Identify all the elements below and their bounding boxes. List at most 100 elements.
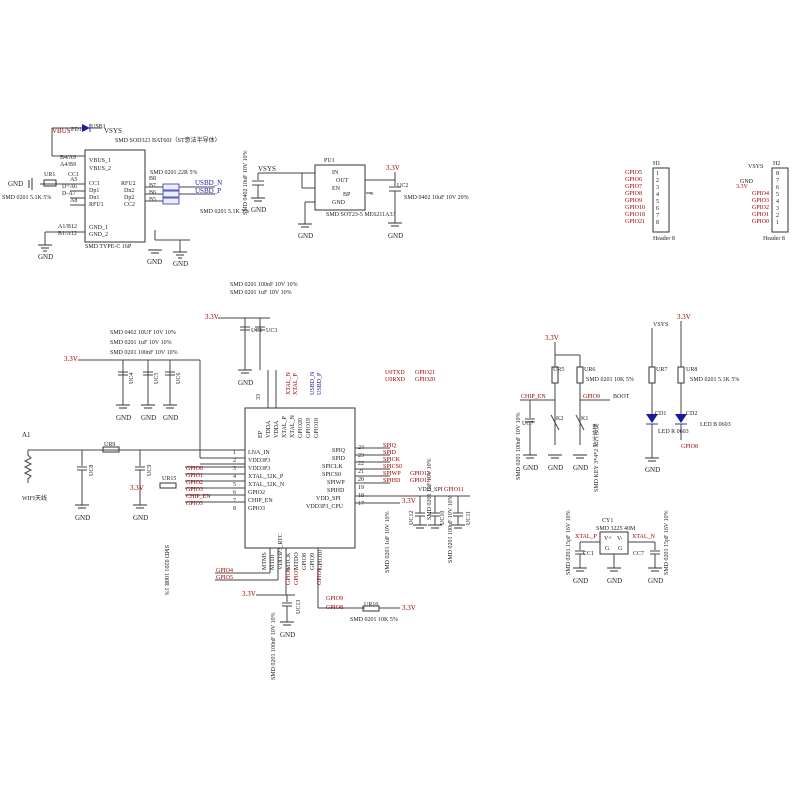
mcu-bottom-gpio: GPIO9 xyxy=(326,596,343,602)
usb-right-pin: B8 xyxy=(149,176,156,182)
vsys-net-label: VSYS xyxy=(104,127,122,135)
usbd-n-net: USBD_N xyxy=(195,179,222,187)
header-gpio: GPIO5 xyxy=(625,170,642,176)
mcu-pin: VDD_SPI xyxy=(316,496,341,502)
ldo-cap-ref: UC2 xyxy=(397,183,408,189)
mcu-top-net: XTAL_P xyxy=(293,372,299,395)
cap-ref: UC5 xyxy=(154,373,160,384)
mcu-left-net: GPIO0 xyxy=(186,466,203,472)
gnd-label: GND xyxy=(573,577,588,585)
gnd-label: GND xyxy=(280,631,295,639)
ground-icon xyxy=(75,504,89,509)
mcu-pin: SPIHD xyxy=(327,488,345,494)
header-pin-num: 1 xyxy=(656,171,659,177)
uart-rx: U0RXD xyxy=(385,377,406,383)
usb-inner-pin: CC2 xyxy=(124,202,135,208)
gnd-label: GND xyxy=(238,379,253,387)
buttons-section: 3.3V UR5 UR6 SMD 0201 10K 5% CHIP_EN GPI… xyxy=(516,334,634,492)
ground-icon xyxy=(388,222,402,227)
resistor-ur6-icon xyxy=(576,366,584,384)
ground-icon xyxy=(280,621,294,626)
ground-icon xyxy=(163,404,177,409)
mcu-top-net: USBD_N xyxy=(310,371,316,395)
resistor-label: SMD 0201 10K 5% xyxy=(586,377,634,383)
usb-right-pin: B5 xyxy=(149,197,156,203)
header-gpio: GPIO2 xyxy=(752,205,769,211)
header-gpio: GPIO1 xyxy=(752,212,769,218)
ur1-ref: UR1 xyxy=(44,172,55,178)
mcu-left-net: GPIO3 xyxy=(186,501,203,507)
ground-icon xyxy=(148,249,162,254)
header-pin-num: 3 xyxy=(776,206,779,212)
mcu-pin: XTAL_32K_P xyxy=(248,474,284,480)
mcu-right-net: SPIWP xyxy=(383,471,401,477)
ldo-pin: EN xyxy=(332,186,341,192)
cap-ref: CC1 xyxy=(583,551,594,557)
header-pin-num: 4 xyxy=(656,192,659,198)
header-label: Header 8 xyxy=(653,236,675,242)
gnd-label: GND xyxy=(648,577,663,585)
mcu-top-cap-label: SMD 0201 1uF 10V 10% xyxy=(230,290,292,296)
mcu-pin: GPIO20 xyxy=(298,418,304,438)
usb-inner-pin: RFU1 xyxy=(89,202,104,208)
xtal-n-net: XTAL_N xyxy=(632,534,656,540)
mcu-left-cap-label: SMD 0201 100nF 10V 10% xyxy=(110,350,178,356)
header-gpio: GPIO18 xyxy=(625,212,645,218)
vsys-net: VSYS xyxy=(653,322,668,328)
schottky-diode-icon xyxy=(82,124,90,132)
usb-pin-label: A8 xyxy=(70,198,77,204)
ur5-ref: UR5 xyxy=(553,367,564,373)
mcu-left-pins: LNA_IN VDD3P3 VDD3P3 XTAL_32K_P XTAL_32K… xyxy=(233,450,285,512)
led-ref: CD1 xyxy=(655,411,666,417)
boot-label: BOOT xyxy=(613,394,630,400)
header-ref: H1 xyxy=(653,161,660,167)
header-pin-num: 6 xyxy=(656,206,659,212)
crystal-section: CY1 SMD 3225 40M V+ V- G G XTAL_P XTAL_N… xyxy=(566,510,670,585)
v33-net: 3.3V xyxy=(545,334,559,342)
v33-net: 3.3V xyxy=(205,313,219,321)
cap-ref: UC13 xyxy=(296,600,302,614)
resistor-ur8-icon xyxy=(677,366,685,384)
mcu-pin: VDD3P3 xyxy=(248,466,270,472)
mcu-right-net: SPID xyxy=(383,450,397,456)
ldo-ref: PU1 xyxy=(324,158,335,164)
usb-net-label: USB1 xyxy=(91,124,106,130)
cap-ref: UC9 xyxy=(147,465,153,476)
mcu-pin: XTAL_32K_N xyxy=(248,482,285,488)
usb-inner-pin: VBUS_2 xyxy=(89,166,111,172)
mcu-bottom-gpio: GPIO8 xyxy=(326,605,343,611)
usb-gnd-pin-num: A1/B12 xyxy=(58,224,77,230)
header-ref: H2 xyxy=(773,161,780,167)
resistor-ur2-icon xyxy=(162,183,180,191)
v33-net: 3.3V xyxy=(402,497,416,505)
resistor-ur3-icon xyxy=(162,197,180,205)
mcu-pin-num: 33 xyxy=(256,394,262,400)
ldo-pin: BP xyxy=(343,192,351,198)
header-gpio: GPIO8 xyxy=(625,191,642,197)
v33-net: 3.3V xyxy=(130,484,144,492)
uart-tx: U0TXD xyxy=(385,370,405,376)
mcu-top-net: XTAL_N xyxy=(286,371,292,395)
cap-ref: UC7 xyxy=(522,421,533,427)
usb-pin-label: D+A6 xyxy=(62,184,77,190)
gnd-label: GND xyxy=(133,514,148,522)
ldo-section: SMD 0402 10uF 10V 10% VSYS GND PU1 IN OU… xyxy=(243,150,469,240)
mcu-pin: GPIO3 xyxy=(248,506,265,512)
gnd-label: GND xyxy=(388,232,403,240)
mcu-pin-num: 17 xyxy=(358,501,364,507)
header-gpio: GPIO7 xyxy=(625,184,642,190)
gnd-label: GND xyxy=(523,464,538,472)
mcu-pin-num: 3 xyxy=(233,466,236,472)
crystal-ref: CY1 xyxy=(602,518,613,524)
gpio9-net: GPIO9 xyxy=(583,394,600,400)
usb-inner-pin: Dp2 xyxy=(124,195,134,201)
mcu-pin-num: 23 xyxy=(358,453,364,459)
resistor-label: SMD 0201 5.1K 5% xyxy=(690,377,739,383)
mcu-pin: SPID xyxy=(332,456,346,462)
cap-ref: UC4 xyxy=(129,373,135,384)
mcu-left-net: GPIO2 xyxy=(186,480,203,486)
ground-icon xyxy=(133,504,147,509)
resistor-ur2-icon xyxy=(162,190,180,198)
mcu-top-net: USBD_P xyxy=(317,372,323,395)
